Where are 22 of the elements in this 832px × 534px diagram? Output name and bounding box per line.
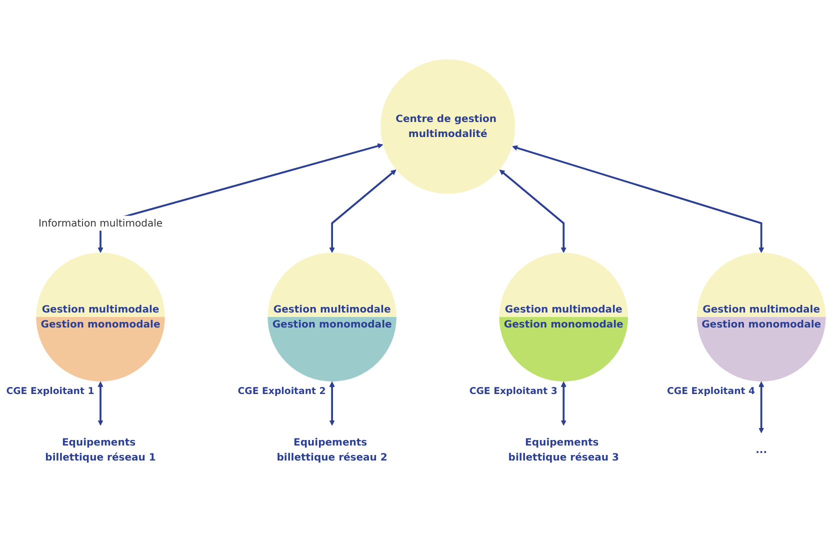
node-text: Equipements billettique réseau 3 bbox=[508, 436, 619, 464]
arrow bbox=[560, 382, 566, 426]
arrow bbox=[98, 144, 384, 254]
node-text: Equipements billettique réseau 1 bbox=[45, 436, 156, 464]
node-circle: Gestion multimodale Gestion monomodale bbox=[36, 252, 165, 382]
arrow bbox=[512, 146, 764, 254]
operator-label: CGE Exploitant 1 bbox=[6, 386, 94, 398]
node-circle: Gestion multimodale Gestion monomodale bbox=[499, 252, 628, 382]
operator-label: CGE Exploitant 2 bbox=[238, 386, 326, 398]
operator-label: CGE Exploitant 3 bbox=[469, 386, 558, 398]
node-circle: Centre de gestion multimodalité bbox=[380, 60, 516, 194]
node-circle: Gestion multimodale Gestion monomodale bbox=[696, 252, 826, 382]
operator-label: CGE Exploitant 4 bbox=[667, 386, 756, 398]
edge-label: Information multimodale bbox=[38, 217, 163, 230]
arrow bbox=[98, 382, 104, 426]
arrow bbox=[329, 382, 335, 426]
arrow bbox=[499, 170, 566, 254]
arrow bbox=[758, 382, 764, 434]
arrow bbox=[329, 170, 396, 254]
node-text: Equipements billettique réseau 2 bbox=[276, 436, 388, 464]
node-circle: Gestion multimodale Gestion monomodale bbox=[268, 252, 396, 382]
node-text: ... bbox=[756, 444, 768, 456]
